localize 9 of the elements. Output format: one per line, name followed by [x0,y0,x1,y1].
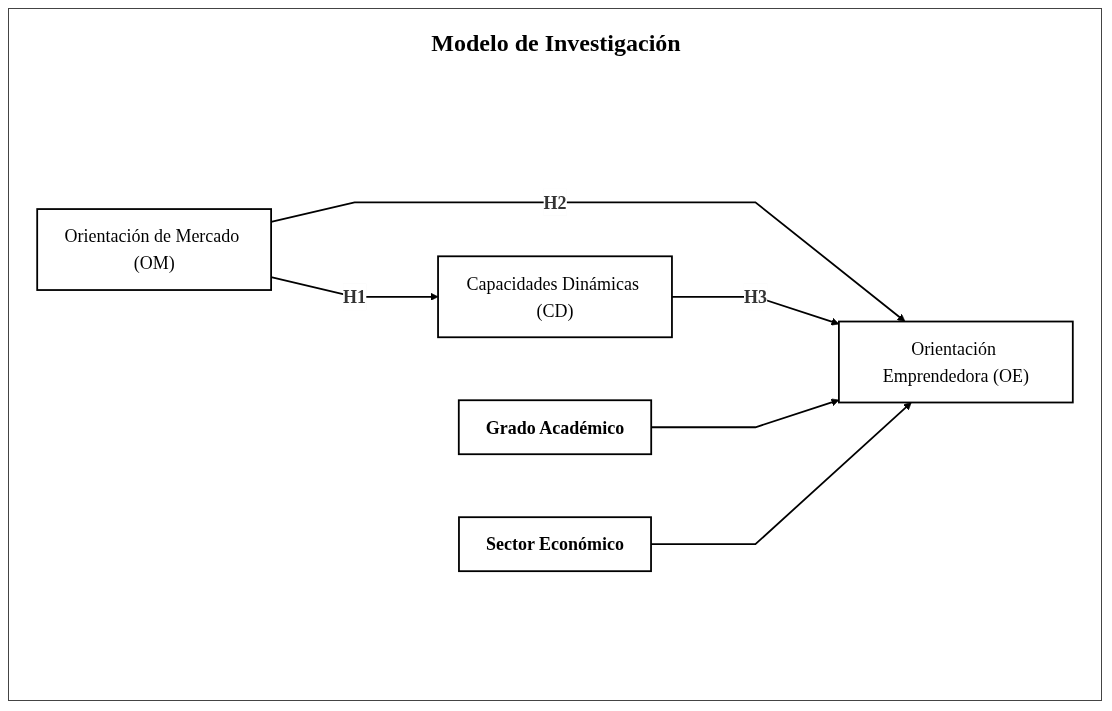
node-box: Capacidades Dinámicas (CD) [437,255,673,339]
node-box: Orientación de Mercado (OM) [36,208,272,291]
diagram-title: Modelo de Investigación [431,30,681,57]
edge-label: H3 [743,286,767,307]
node-box: Orientación Emprendedora (OE) [838,320,1074,404]
node-box: Sector Económico [458,516,652,573]
edge-label: H1 [343,286,367,307]
edge-label: H2 [543,192,567,213]
node-box: Grado Académico [457,399,653,456]
